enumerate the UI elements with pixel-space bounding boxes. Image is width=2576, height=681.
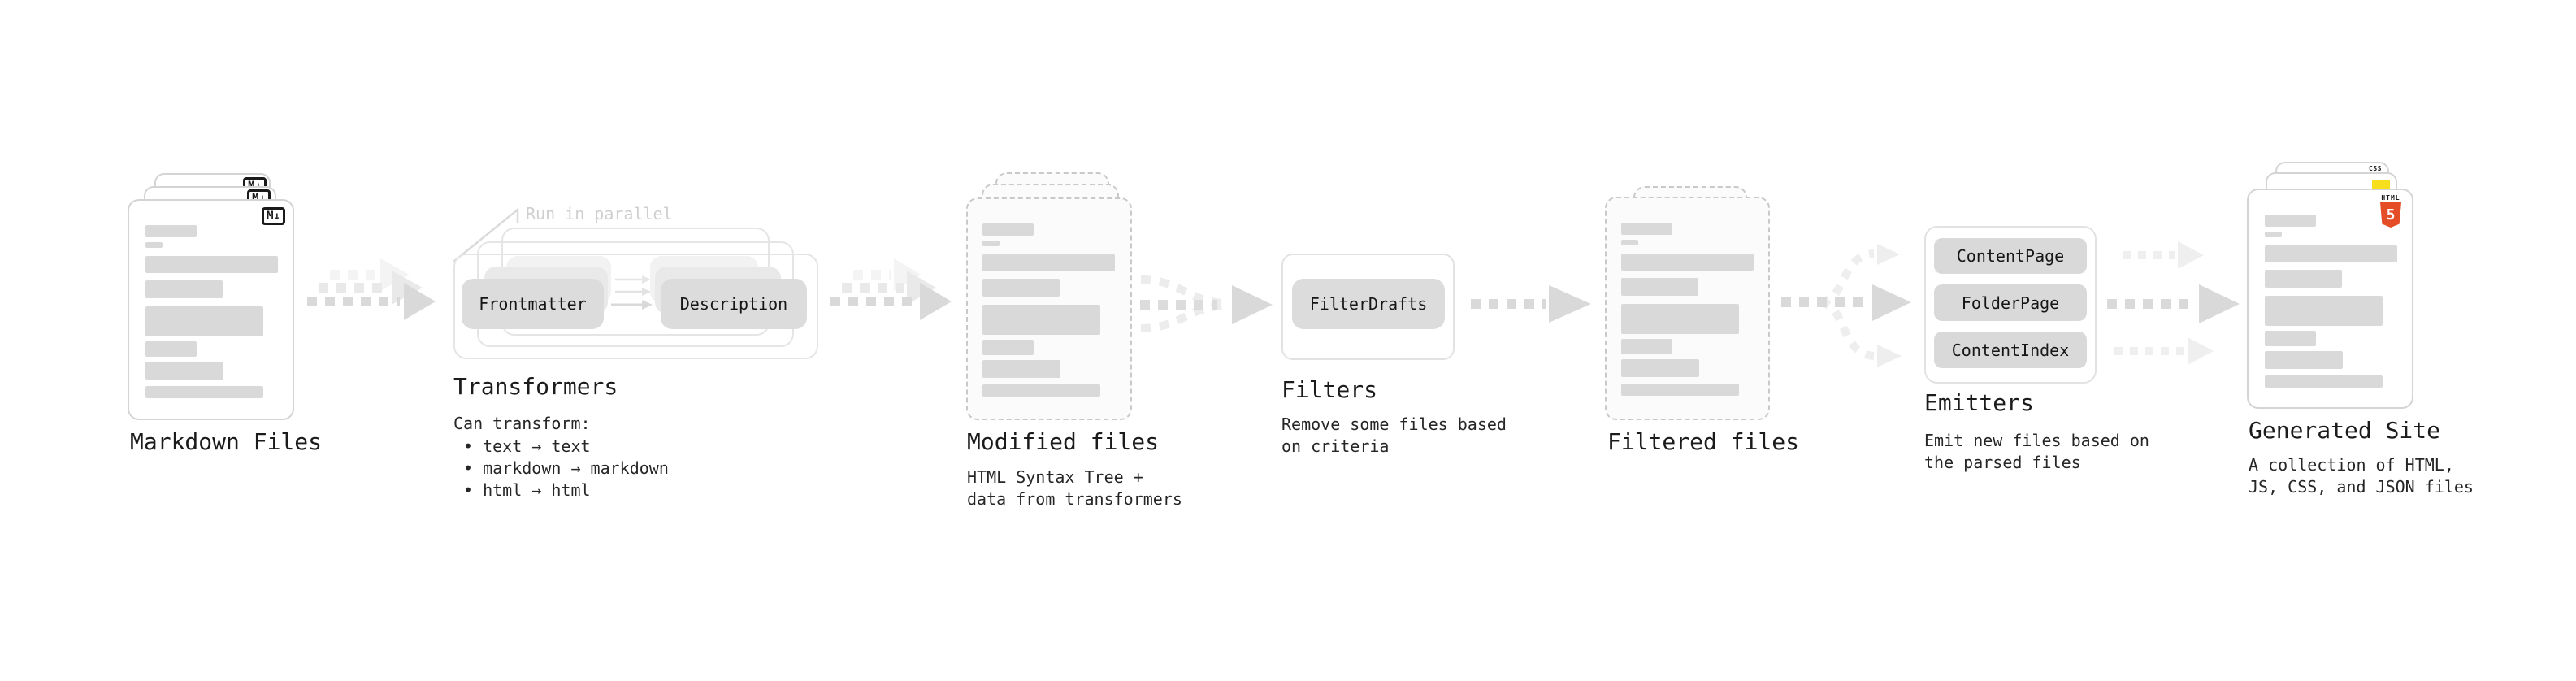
arrow-modified-to-filters xyxy=(1140,275,1273,332)
doc-line-bar xyxy=(145,225,197,237)
doc-card-front: M↓ xyxy=(128,199,294,420)
modified-files-caption: data from transformers xyxy=(967,489,1182,509)
doc-line-bar xyxy=(145,362,223,380)
doc-line-bar xyxy=(982,340,1034,355)
html5-icon: HTML 5 xyxy=(2380,194,2401,228)
contentindex-pill: ContentIndex xyxy=(1934,332,2087,368)
doc-line-bar xyxy=(1621,223,1672,235)
doc-line-bar xyxy=(145,386,263,398)
doc-line-bar xyxy=(982,384,1100,397)
doc-line-bar xyxy=(982,279,1060,297)
doc-line-bar xyxy=(1621,384,1739,396)
arrow-markdown-to-transformers xyxy=(307,258,436,320)
doc-line-bar xyxy=(982,241,1000,246)
transformers-bullet: • markdown → markdown xyxy=(463,458,669,478)
doc-line-bar xyxy=(2265,331,2316,346)
doc-line-bar xyxy=(145,306,263,336)
transformers-caption: Can transform: xyxy=(453,414,591,433)
doc-line-bar xyxy=(1621,278,1698,296)
run-in-parallel-annotation: Run in parallel xyxy=(526,204,673,223)
arrow-filtered-to-emitters xyxy=(1781,244,1911,367)
doc-line-bar xyxy=(2265,351,2343,369)
modified-files-label: Modified files xyxy=(967,428,1160,455)
markdown-files-label: Markdown Files xyxy=(130,428,323,455)
doc-line-bar xyxy=(2265,232,2282,237)
doc-line-bar xyxy=(1621,339,1672,354)
doc-line-bar xyxy=(145,256,278,273)
generated-site-label: Generated Site xyxy=(2249,417,2441,444)
doc-line-bar xyxy=(2265,245,2397,262)
filters-caption: on criteria xyxy=(1281,436,1390,456)
doc-line-bar xyxy=(2265,375,2383,388)
transformers-bullet: • html → html xyxy=(463,480,591,500)
run-in-parallel-leader-line xyxy=(453,207,519,262)
doc-line-bar xyxy=(1621,240,1638,245)
doc-card-front xyxy=(1605,197,1770,420)
doc-line-bar xyxy=(145,242,163,248)
doc-line-bar xyxy=(145,341,197,357)
doc-card-front xyxy=(966,197,1132,420)
generated-site-caption: A collection of HTML, xyxy=(2249,455,2454,475)
transformers-bullet: • text → text xyxy=(463,436,591,456)
generated-site-caption: JS, CSS, and JSON files xyxy=(2249,477,2474,497)
filters-caption: Remove some files based xyxy=(1281,414,1507,434)
transformer-pill-arrows xyxy=(611,275,653,310)
emitters-caption: the parsed files xyxy=(1924,453,2081,472)
doc-line-bar xyxy=(982,254,1115,271)
filtered-files-label: Filtered files xyxy=(1607,428,1800,455)
frontmatter-pill: Frontmatter xyxy=(462,279,604,329)
doc-card-front: HTML 5 xyxy=(2247,189,2413,409)
doc-line-bar xyxy=(1621,304,1739,334)
doc-line-bar xyxy=(982,360,1060,378)
doc-line-bar xyxy=(1621,359,1699,377)
doc-line-bar xyxy=(982,305,1100,335)
description-pill: Description xyxy=(661,279,807,329)
folderpage-pill: FolderPage xyxy=(1934,284,2087,321)
doc-line-bar xyxy=(145,280,223,298)
arrow-filters-to-filtered xyxy=(1471,285,1591,323)
doc-line-bar xyxy=(2265,270,2342,288)
transformer-box-front xyxy=(453,254,818,359)
arrow-transformers-to-modified xyxy=(830,258,952,320)
markdown-icon: M↓ xyxy=(262,207,285,225)
doc-line-bar xyxy=(1621,254,1754,271)
emitters-caption: Emit new files based on xyxy=(1924,431,2149,450)
filters-label: Filters xyxy=(1281,376,1378,403)
filterdrafts-pill: FilterDrafts xyxy=(1292,279,1445,329)
modified-files-caption: HTML Syntax Tree + xyxy=(967,467,1143,487)
contentpage-pill: ContentPage xyxy=(1934,238,2087,274)
doc-line-bar xyxy=(982,223,1034,236)
emitters-label: Emitters xyxy=(1924,389,2034,416)
doc-line-bar xyxy=(2265,296,2383,326)
javascript-icon xyxy=(2372,180,2390,189)
doc-line-bar xyxy=(2265,215,2316,227)
arrow-emitters-to-generated xyxy=(2107,241,2240,365)
transformers-label: Transformers xyxy=(453,373,618,400)
